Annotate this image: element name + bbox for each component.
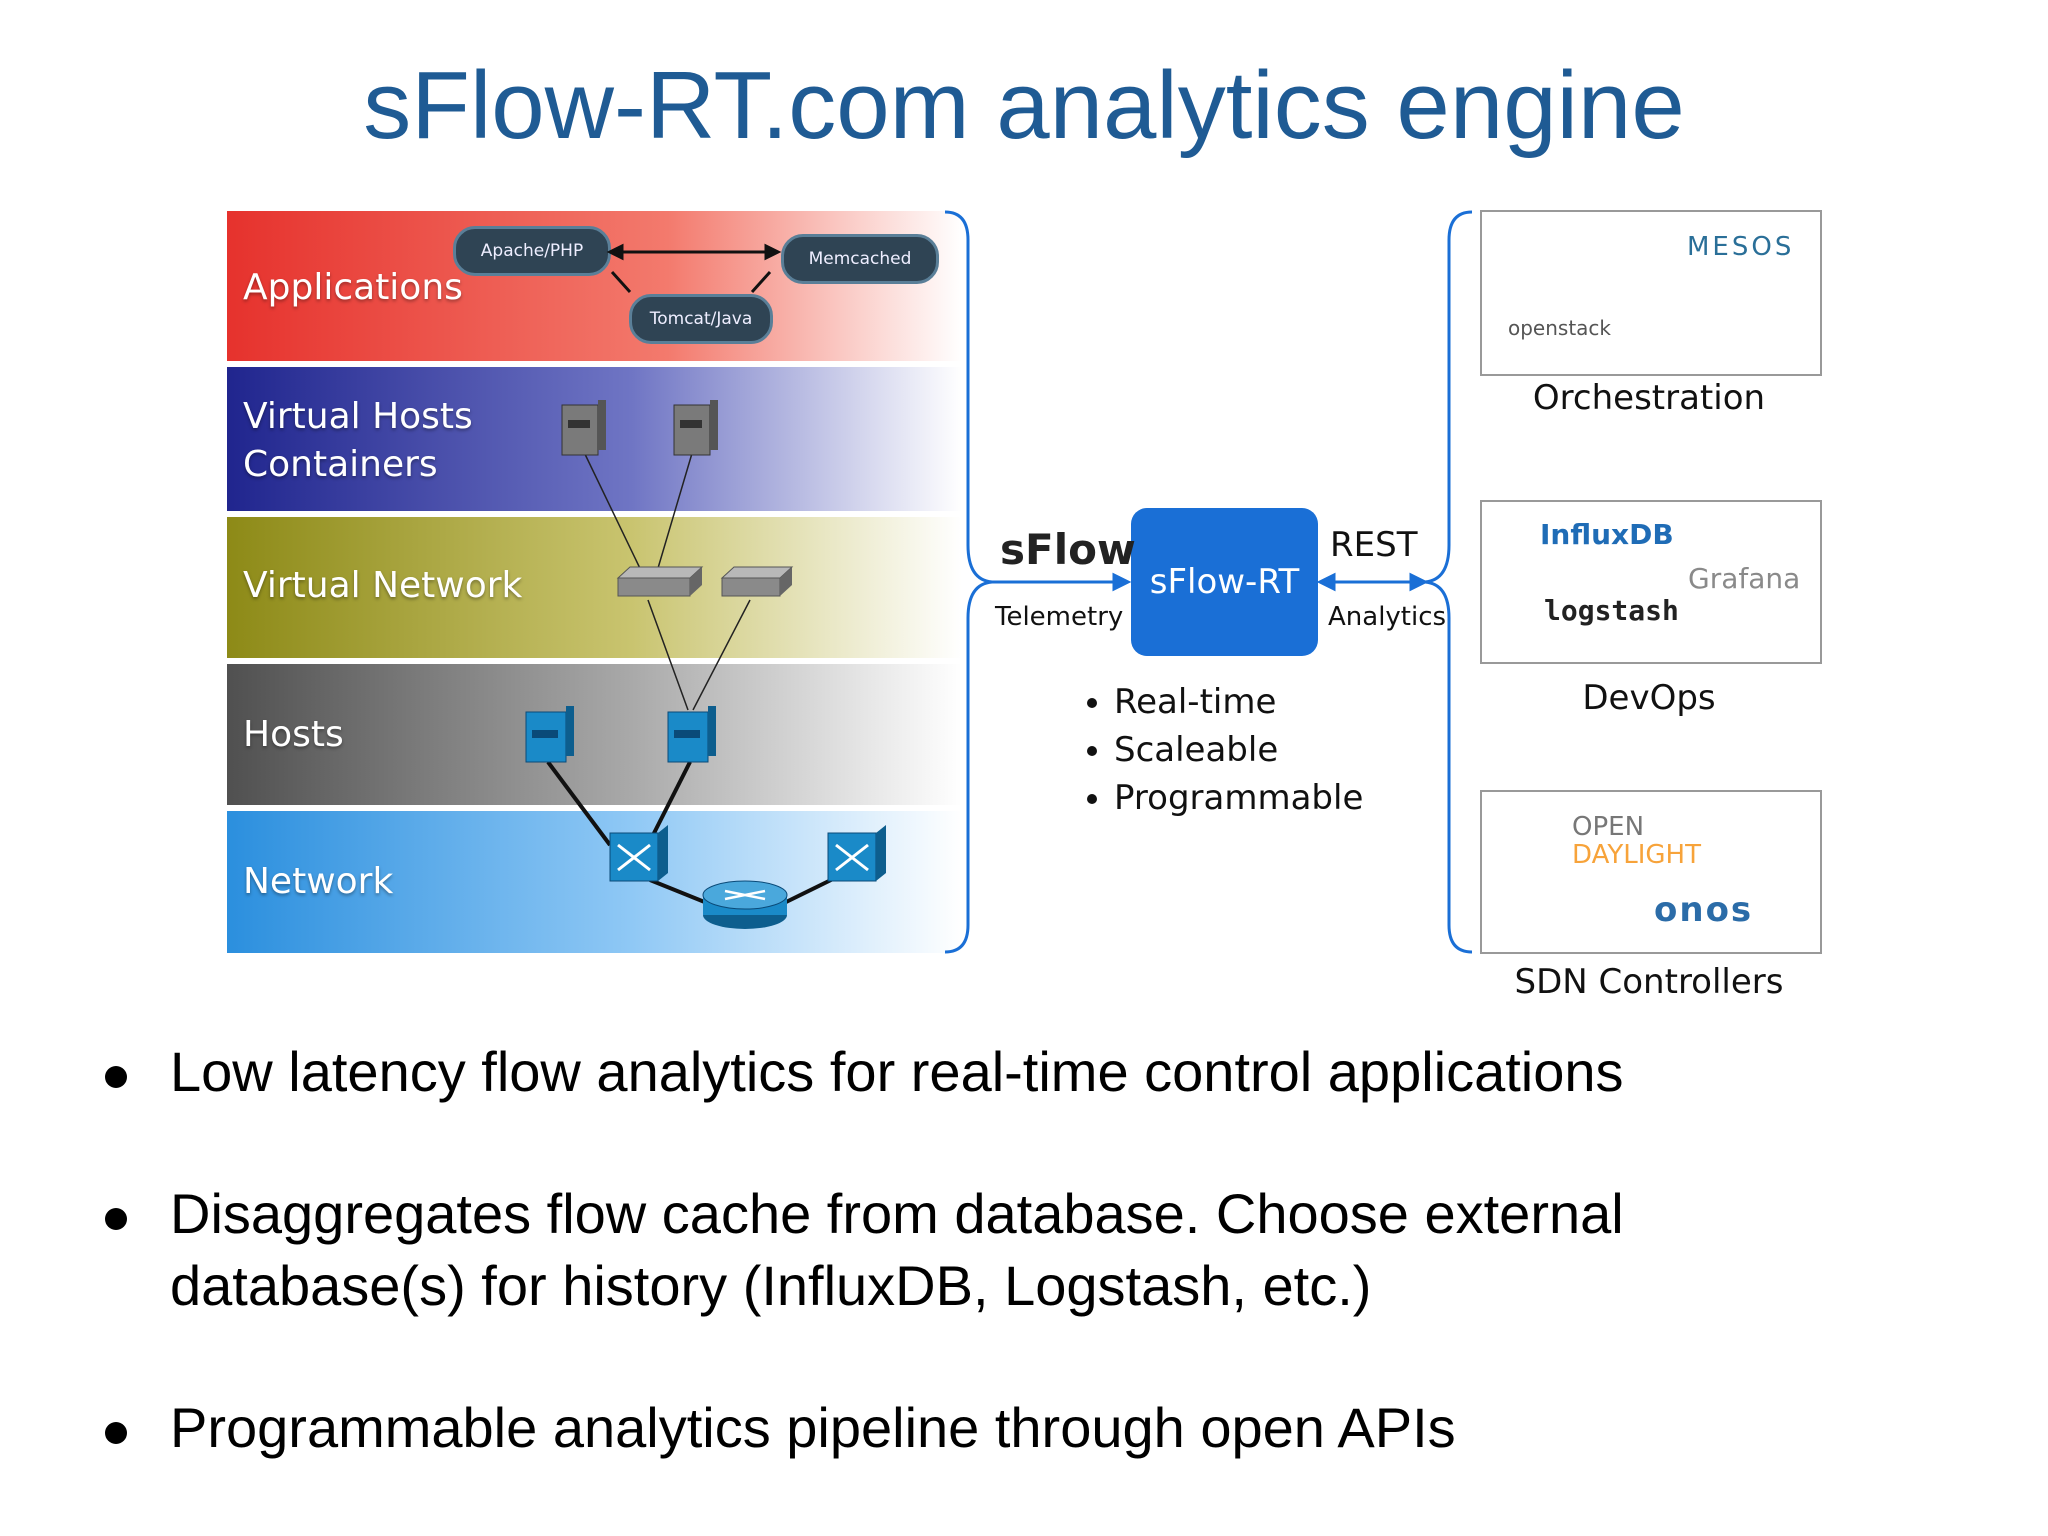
openstack-logo: openstack [1508, 316, 1612, 340]
layer-label-applications: Applications [243, 267, 463, 308]
virtual-switch-2-icon [720, 566, 794, 597]
sflow-rt-engine: sFlow-RT [1131, 508, 1318, 656]
virtual-host-server-1-icon [561, 400, 606, 456]
sdn-controllers-label: SDN Controllers [1514, 962, 1784, 1002]
left-bracket [944, 210, 993, 954]
sflow-logo: sFlow [1000, 525, 1136, 574]
app-connection-arrows [606, 243, 782, 294]
layer-label-network: Network [243, 861, 394, 902]
rest-label: REST [1330, 525, 1418, 565]
layer-virtual-network: Virtual Network [227, 517, 962, 658]
bullet-programmable: Programmable analytics pipeline through … [105, 1392, 2005, 1464]
feature-programmable: Programmable [1114, 774, 1363, 822]
right-bracket [1424, 210, 1473, 954]
host-server-1-icon [525, 706, 574, 763]
virtual-links [582, 449, 751, 711]
opendaylight-open-text: OPEN [1572, 812, 1645, 842]
rest-arrow [1316, 572, 1429, 592]
app-tomcat: Tomcat/Java [629, 294, 773, 344]
orchestration-label: Orchestration [1532, 378, 1766, 418]
physical-links [546, 760, 836, 907]
virtual-switch-1-icon [616, 566, 704, 597]
orchestration-box: openstack MESOS [1480, 210, 1822, 376]
network-switch-1-icon [609, 825, 668, 882]
host-server-2-icon [667, 706, 716, 763]
devops-label: DevOps [1582, 678, 1716, 718]
feature-realtime: Real-time [1114, 678, 1363, 726]
slide-title: sFlow-RT.com analytics engine [363, 52, 1685, 159]
layer-label-virtual-network: Virtual Network [243, 565, 523, 606]
devops-box: InfluxDB Grafana logstash [1480, 500, 1822, 664]
analytics-label: Analytics [1328, 602, 1447, 632]
bullet-disaggregates: Disaggregates flow cache from database. … [105, 1178, 1910, 1322]
telemetry-label: Telemetry [995, 602, 1124, 632]
network-switch-2-icon [827, 825, 886, 882]
router-icon [702, 880, 788, 929]
layer-label-hosts: Hosts [243, 714, 344, 755]
bullet-low-latency: Low latency flow analytics for real-time… [105, 1036, 2005, 1108]
influxdb-logo: InfluxDB [1540, 518, 1674, 551]
layer-label-virtual-hosts: Virtual Hosts Containers [243, 396, 473, 485]
mesos-logo: MESOS [1687, 232, 1795, 262]
onos-logo: onos [1654, 890, 1754, 930]
layer-hosts: Hosts [227, 664, 962, 805]
bullet-list: Low latency flow analytics for real-time… [105, 1036, 2005, 1464]
feature-scaleable: Scaleable [1114, 726, 1363, 774]
engine-features: Real-time Scaleable Programmable [1060, 678, 1363, 822]
telemetry-arrow [992, 572, 1132, 592]
virtual-host-server-2-icon [673, 400, 718, 456]
opendaylight-daylight-text: DAYLIGHT [1572, 840, 1701, 870]
logstash-logo: logstash [1544, 594, 1679, 627]
app-memcached: Memcached [781, 234, 939, 284]
grafana-logo: Grafana [1688, 562, 1801, 595]
sdn-controllers-box: OPEN DAYLIGHT onos [1480, 790, 1822, 954]
